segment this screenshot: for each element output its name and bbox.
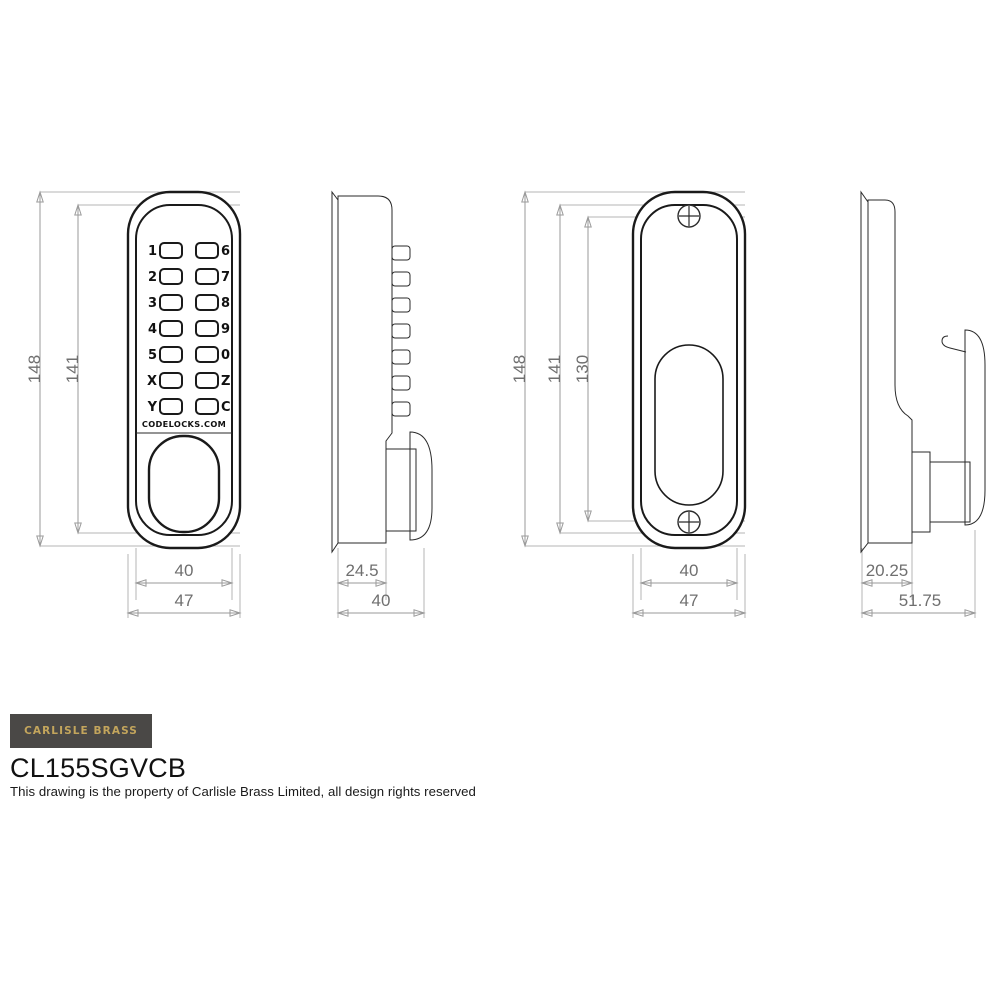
view-side-profile-keypad: 24.5 40 — [331, 190, 433, 618]
rear-dim-40: 40 — [639, 561, 739, 587]
thumbturn-shaft — [929, 461, 971, 523]
carlisle-brass-logo-text: CARLISLE BRASS — [24, 725, 138, 737]
keypad-button[interactable] — [159, 346, 183, 363]
side-extension-lines — [337, 548, 425, 618]
thumbturn-dim-20-25: 20.25 — [860, 561, 914, 587]
front-dim-141: 141 — [63, 203, 82, 535]
keypad-button[interactable] — [195, 268, 219, 285]
rear-dim-141: 141 — [545, 203, 564, 535]
side-dim-24-5: 24.5 — [336, 561, 388, 587]
thumbturn-collar — [911, 451, 931, 533]
keypad-button[interactable] — [195, 320, 219, 337]
keypad-label-left: 4 — [148, 322, 157, 337]
keypad-label-right: 9 — [221, 322, 230, 337]
side-key-tab — [391, 297, 411, 313]
codelocks-brand-mark: CODELOCKS.COM — [142, 419, 226, 429]
side-key-tab — [391, 349, 411, 365]
side-key-tabs — [391, 245, 411, 417]
front-knob-outline — [147, 434, 221, 534]
keypad-button[interactable] — [195, 294, 219, 311]
keypad-label-right: 6 — [221, 244, 230, 259]
front-dim-141-label: 141 — [63, 355, 82, 383]
thumbturn-backplate-flange — [860, 190, 869, 554]
front-dim-148: 148 — [25, 190, 44, 548]
side-dim-24-5-label: 24.5 — [345, 561, 378, 580]
keypad-label-left: 3 — [148, 296, 157, 311]
keypad-label-left: 1 — [148, 244, 157, 259]
side-knob-head — [409, 431, 433, 541]
front-dim-148-label: 148 — [25, 355, 44, 383]
rear-dim-47-label: 47 — [680, 591, 699, 610]
keypad-button[interactable] — [195, 398, 219, 415]
rear-dim-47: 47 — [631, 591, 747, 617]
keypad-button[interactable] — [159, 372, 183, 389]
rear-dim-141-label: 141 — [545, 355, 564, 383]
view-rear-elevation: 148 141 130 40 — [510, 190, 747, 618]
keypad-button[interactable] — [195, 372, 219, 389]
thumbturn-body-profile — [867, 199, 913, 544]
keypad-button[interactable] — [195, 242, 219, 259]
keypad-button[interactable] — [195, 346, 219, 363]
keypad-label-left: X — [147, 374, 157, 389]
side-key-tab — [391, 401, 411, 417]
keypad-label-right: 8 — [221, 296, 230, 311]
view-side-profile-thumbturn: 20.25 51.75 — [860, 190, 986, 618]
view-front-elevation: 148 141 40 47 — [25, 190, 242, 618]
keypad-label-left: Y — [147, 400, 158, 415]
thumbturn-hook-detail — [941, 335, 967, 353]
part-code: CL155SGVCB — [10, 753, 187, 783]
side-key-tab — [391, 323, 411, 339]
keypad-label-right: 0 — [221, 348, 230, 363]
rear-dim-40-label: 40 — [680, 561, 699, 580]
side-key-tab — [391, 271, 411, 287]
side-backplate-flange — [331, 190, 339, 554]
rear-inner-slot — [654, 344, 724, 506]
side-dim-40-label: 40 — [372, 591, 391, 610]
keypad-button[interactable] — [159, 242, 183, 259]
side-key-tab — [391, 375, 411, 391]
rear-screw-top — [677, 204, 701, 228]
thumbturn-extension-lines — [861, 530, 976, 618]
keypad-label-right: 7 — [221, 270, 230, 285]
side-body-profile — [337, 195, 393, 544]
side-key-tab — [391, 245, 411, 261]
keypad-button[interactable] — [159, 398, 183, 415]
side-dim-40: 40 — [336, 591, 426, 617]
front-dim-40-label: 40 — [175, 561, 194, 580]
rear-dim-130-label: 130 — [573, 355, 592, 383]
front-dim-47-label: 47 — [175, 591, 194, 610]
thumbturn-dim-51-75-label: 51.75 — [899, 591, 942, 610]
front-dim-47: 47 — [126, 591, 242, 617]
keypad-button[interactable] — [159, 294, 183, 311]
footer: CARLISLE BRASS CL155SGVCB This drawing i… — [10, 714, 610, 799]
front-keypad: 1 6 2 7 3 8 4 9 5 — [147, 242, 231, 415]
rear-dim-148: 148 — [510, 190, 529, 548]
keypad-button[interactable] — [159, 320, 183, 337]
front-dim-40: 40 — [134, 561, 234, 587]
rear-dim-148-label: 148 — [510, 355, 529, 383]
thumbturn-dim-20-25-label: 20.25 — [866, 561, 909, 580]
design-rights-notice: This drawing is the property of Carlisle… — [10, 784, 476, 800]
keypad-button[interactable] — [159, 268, 183, 285]
keypad-label-right: C — [221, 400, 231, 415]
keypad-label-left: 2 — [148, 270, 157, 285]
thumbturn-lever — [964, 329, 986, 526]
side-knob-neck — [385, 448, 417, 532]
carlisle-brass-logo: CARLISLE BRASS — [10, 714, 152, 748]
keypad-label-left: 5 — [148, 348, 157, 363]
rear-dim-130: 130 — [573, 215, 592, 523]
rear-screw-bottom — [677, 510, 701, 534]
keypad-label-right: Z — [221, 374, 230, 389]
thumbturn-dim-51-75: 51.75 — [860, 591, 977, 617]
